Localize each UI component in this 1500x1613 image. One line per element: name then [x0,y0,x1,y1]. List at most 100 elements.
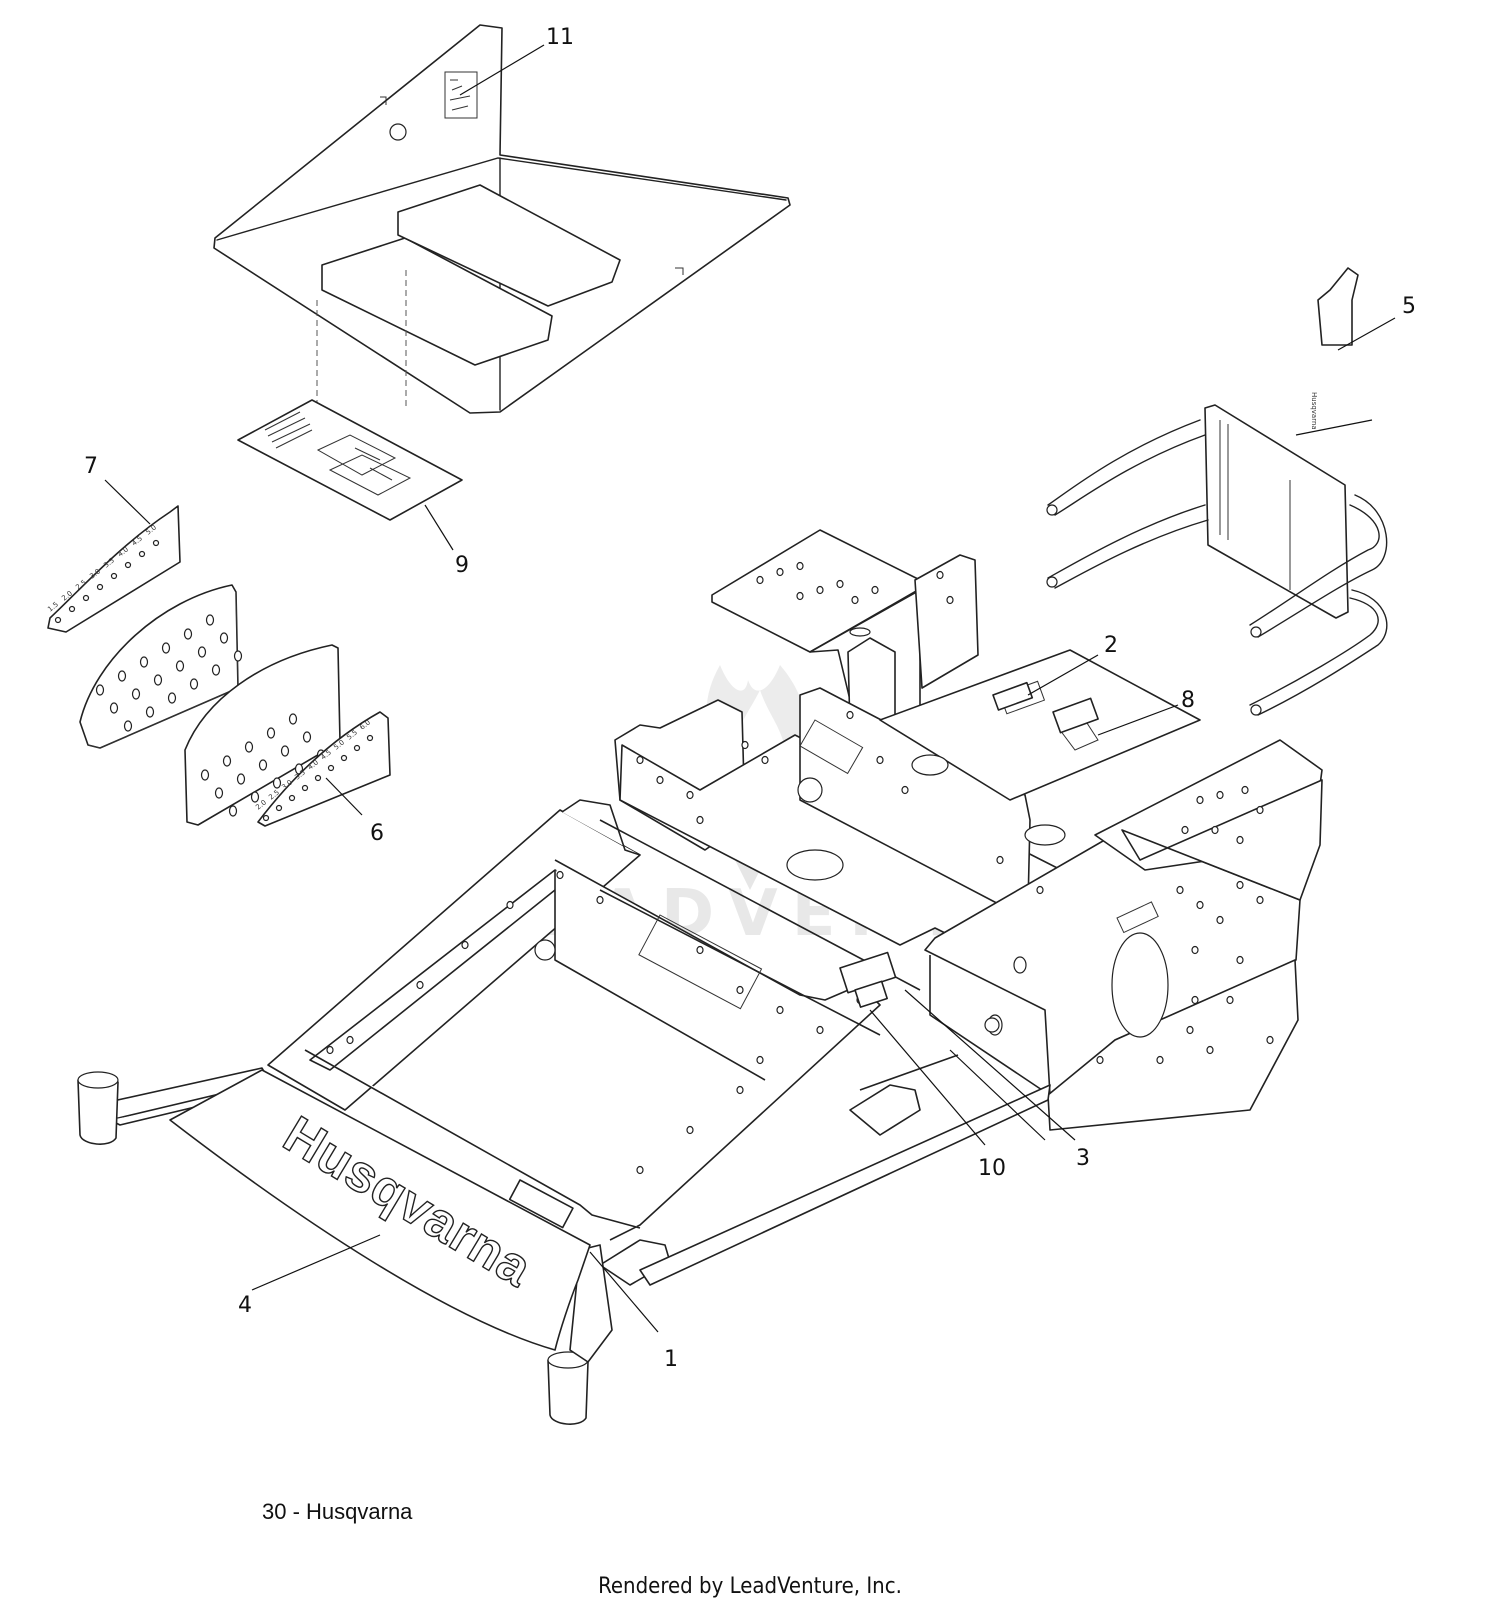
frame-bolt-hole [851,595,859,605]
frame-bolt-hole [996,855,1004,865]
frame-bolt-hole [936,570,944,580]
frame-bolt-hole [1256,895,1264,905]
gauge-hole [152,539,160,547]
callout-1: 1 [664,1347,678,1372]
gauge-plate-hole [272,777,282,789]
gauge-plate-large-left [79,584,243,749]
frame-bolt-hole [346,1035,354,1045]
part-7-small-gauge-plate: 5.04.54.03.53.02.52.01.5 [46,505,181,633]
gauge-plate-hole [189,678,199,690]
gauge-plate-hole [109,702,119,714]
frame-bolt-hole [1216,915,1224,925]
frame-bolt-hole [836,579,844,589]
frame-bolt-hole [756,1055,764,1065]
callout-10: 10 [978,1156,1006,1181]
gauge-plate-hole [95,684,105,696]
frame-bolt-hole [1176,885,1184,895]
frame-bolt-hole [1186,1025,1194,1035]
frame-bolt-hole [326,1045,334,1055]
frame-bolt-hole [1211,825,1219,835]
frame-bolt-hole [1156,1055,1164,1065]
gauge-plate-hole [219,632,229,644]
gauge-hole [314,774,322,782]
gauge-plate-hole [222,755,232,767]
gauge-hole [96,583,104,591]
gauge-hole [68,605,76,613]
frame-bolt-hole [1266,1035,1274,1045]
frame-bolt-hole [776,567,784,577]
frame-bolt-hole [1196,795,1204,805]
callout-labels: 1 2 3 4 5 6 7 8 9 10 11 [84,25,1416,1372]
gauge-plate-hole [175,660,185,672]
gauge-hole [275,804,283,812]
frame-bolt-hole [1236,955,1244,965]
part-9-operator-decal [237,399,463,521]
callout-6: 6 [370,821,384,846]
gauge-hole [340,754,348,762]
frame-bolt-hole [636,755,644,765]
frame-bolt-hole [556,870,564,880]
gauge-plate-hole [145,706,155,718]
gauge-plate-hole [233,650,243,662]
frame-bolt-hole [1256,805,1264,815]
frame-bolt-hole [1096,1055,1104,1065]
frame-bolt-hole [876,755,884,765]
gauge-hole [54,616,62,624]
gauge-plate-hole [205,614,215,626]
gauge-hole [82,594,90,602]
frame-bolt-hole [416,980,424,990]
frame-bolt-hole [1036,885,1044,895]
gauge-plate-hole [266,727,276,739]
frame-bolt-hole [1206,1045,1214,1055]
callout-8: 8 [1181,688,1195,713]
gauge-plate-hole [131,688,141,700]
frame-bolt-hole [871,585,879,595]
gauge-hole [262,814,270,822]
gauge-plate-hole [244,741,254,753]
gauge-plate-hole [167,692,177,704]
frame-bolt-hole [1191,995,1199,1005]
part-11-seat-pan [213,24,791,414]
frame-bolt-hole [1196,900,1204,910]
frame-bolt-hole [506,900,514,910]
gauge-hole [327,764,335,772]
gauge-hole [138,550,146,558]
gauge-hole [110,572,118,580]
gauge-plate-hole [258,759,268,771]
frame-bolt-hole [686,790,694,800]
frame-bolt-hole [1216,790,1224,800]
frame-bolt-hole [776,1005,784,1015]
gauge-plate-hole [280,745,290,757]
gauge-hole [366,734,374,742]
part-5-bumper-bracket: Husqvarna [1046,267,1388,716]
gauge-hole [353,744,361,752]
frame-bolt-hole [1241,785,1249,795]
svg-text:Husqvarna: Husqvarna [1310,392,1318,430]
frame-bolt-hole [696,815,704,825]
frame-bolt-hole [736,1085,744,1095]
part-6-small-gauge-plate: 6.05.55.04.54.03.53.02.52.0 [254,711,391,827]
gauge-hole [124,561,132,569]
gauge-plate-hole [183,628,193,640]
frame-bolt-hole [656,775,664,785]
frame-bolt-hole [816,1025,824,1035]
gauge-plate-hole [117,670,127,682]
gauge-plate-hole [288,713,298,725]
gauge-plate-hole [302,731,312,743]
frame-bolt-hole [636,1165,644,1175]
frame-bolt-hole [901,785,909,795]
frame-bolt-hole [696,945,704,955]
frame-bolt-hole [1181,825,1189,835]
gauge-plate-hole [139,656,149,668]
gauge-plate-hole [200,769,210,781]
frame-bolt-hole [761,755,769,765]
callout-5: 5 [1402,294,1416,319]
frame-bolt-hole [816,585,824,595]
gauge-plate-hole [161,642,171,654]
leader-lines [104,44,1396,1333]
callout-2: 2 [1104,633,1118,658]
callout-3: 3 [1076,1146,1090,1171]
gauge-plate-hole [228,805,238,817]
frame-bolt-hole [1226,995,1234,1005]
